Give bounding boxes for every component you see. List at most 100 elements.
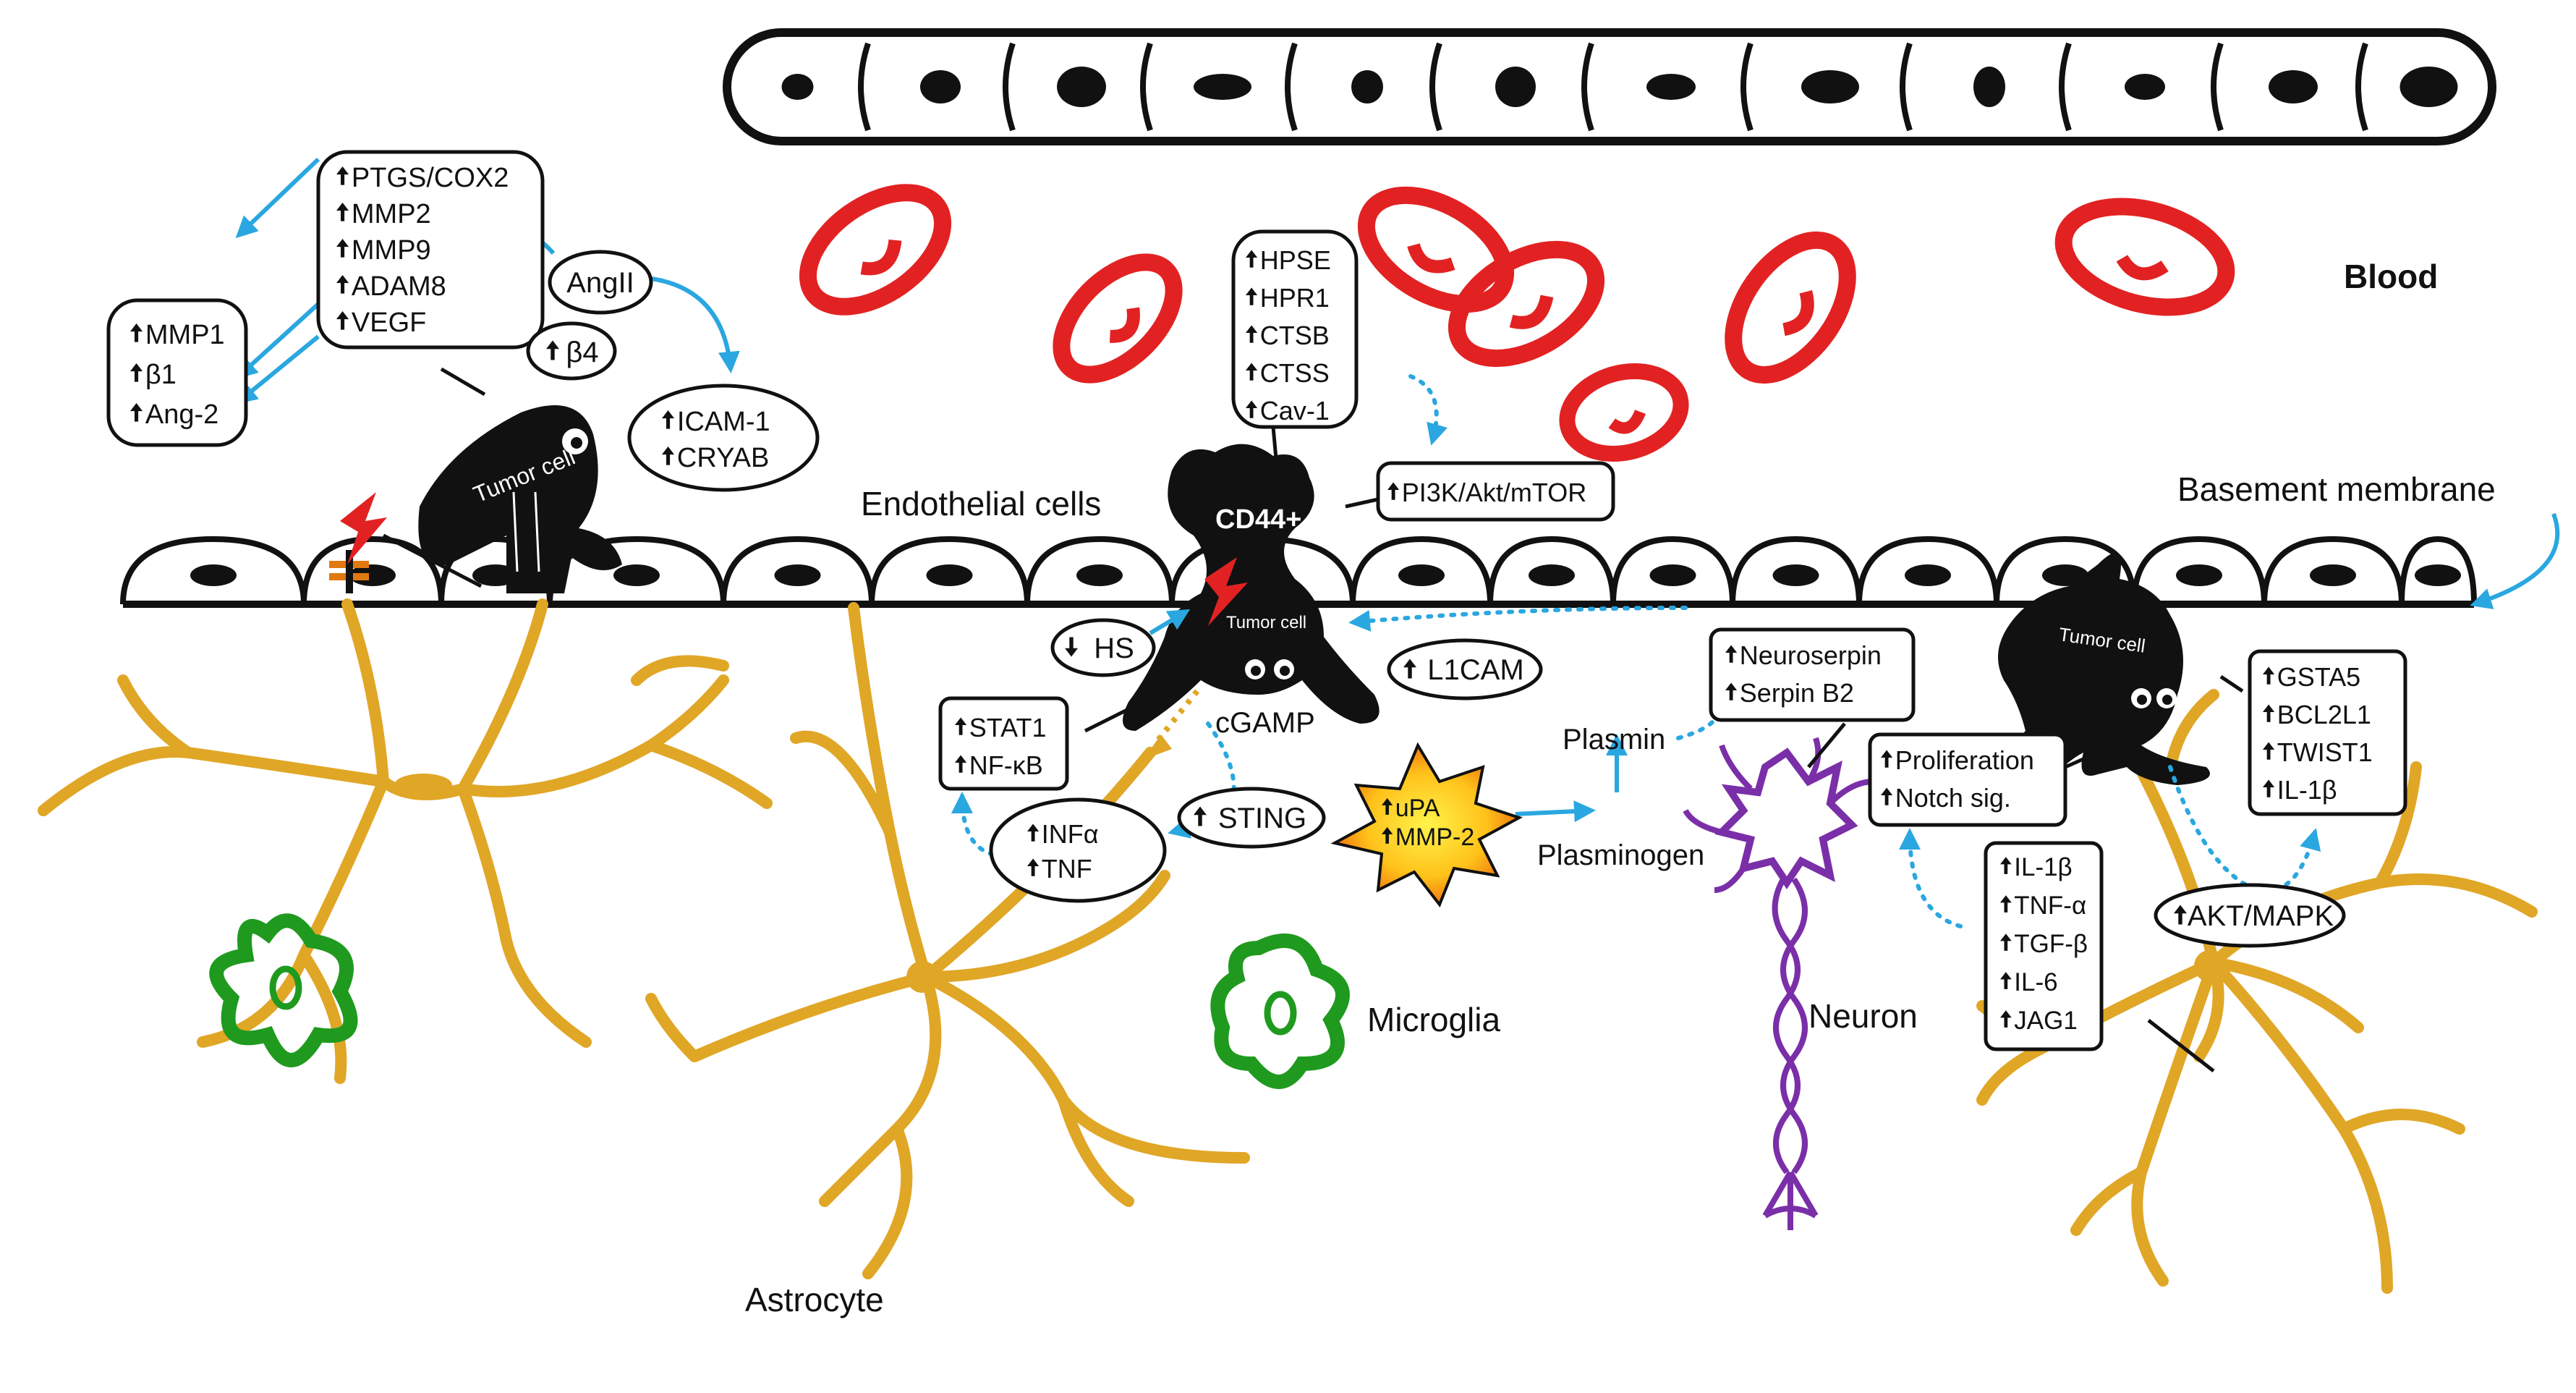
endothelial-nucleus [1772, 564, 1819, 586]
box-item: NF-κB [969, 750, 1043, 780]
plasminogen-label: Plasminogen [1537, 839, 1704, 871]
vessel-cell-border [1900, 42, 1913, 132]
neuron [1683, 737, 1874, 1230]
vessel-cell-border [2059, 42, 2072, 132]
box-item: INFα [1042, 819, 1099, 849]
box-item: TGF-β [2014, 930, 2088, 958]
vessel-nucleus [1801, 70, 1859, 103]
red-blood-cells [799, 184, 2235, 462]
tumor-cell-left [418, 405, 622, 593]
basement-membrane-label: Basement membrane [2177, 470, 2496, 508]
tumor-cell-center [1123, 444, 1380, 731]
cd44-label: CD44+ [1215, 504, 1301, 535]
sting-label: STING [1218, 803, 1306, 834]
blood-label: Blood [2344, 258, 2438, 295]
neuron-label: Neuron [1808, 997, 1918, 1035]
box-item: GSTA5 [2277, 662, 2360, 692]
vessel-cell-border [1740, 42, 1754, 132]
vessel-nucleus [2125, 74, 2165, 100]
endothelial-nucleus [774, 564, 821, 586]
box-item: PTGS/COX2 [352, 163, 509, 193]
box-item: CRYAB [677, 443, 769, 473]
tumor-center-label: Tumor cell [1226, 613, 1306, 632]
box-item: HPR1 [1260, 283, 1330, 313]
box-item: MMP2 [352, 199, 431, 229]
box-item: HPSE [1260, 245, 1331, 275]
box-item: BCL2L1 [2277, 700, 2371, 729]
junction-icon [329, 550, 369, 593]
astrocyte-left [38, 598, 773, 1084]
box-item: IL-1β [2277, 775, 2337, 805]
box-item: Ang-2 [145, 399, 218, 430]
endothelial-nucleus [190, 564, 237, 586]
box-item: CTSS [1260, 358, 1330, 388]
box-pi3k: PI3K/Akt/mTOR [1376, 461, 1615, 522]
box-item: MMP1 [145, 320, 225, 350]
box-item: PI3K/Akt/mTOR [1402, 478, 1586, 507]
endothelial-nucleus [1905, 564, 1951, 586]
endothelial-nucleus [2415, 564, 2461, 586]
box-item: MMP-2 [1395, 823, 1475, 851]
box-item: IL-6 [2014, 968, 2057, 996]
box-item: TNF-α [2014, 892, 2086, 920]
vessel-nucleus [1194, 74, 1251, 100]
vessel-nucleus [781, 74, 814, 100]
box-item: Cav-1 [1260, 396, 1330, 425]
vessel-nucleus [1351, 70, 1383, 103]
box-item: Notch sig. [1895, 783, 2011, 813]
angii-label: AngII [566, 267, 634, 299]
oval-aktmapk [2154, 883, 2346, 948]
oval-hs [1050, 618, 1156, 677]
oval-l1cam [1387, 638, 1543, 700]
endothelial-nucleus [1529, 564, 1575, 586]
microglia-center [1210, 933, 1350, 1089]
aktmapk-label: AKT/MAPK [2188, 900, 2334, 932]
vessel-nucleus [1057, 67, 1106, 107]
vessel-cell-border [1285, 42, 1298, 132]
vessel-cell-border [1429, 42, 1442, 132]
vessel-nucleus [1646, 74, 1696, 100]
box-item: TWIST1 [2277, 737, 2373, 767]
box-item: Neuroserpin [1740, 640, 1882, 670]
box-item: Proliferation [1895, 745, 2034, 775]
vessel-nucleus [2269, 70, 2318, 103]
vessel-cell-border [1140, 42, 1153, 132]
box-item: STAT1 [969, 713, 1047, 742]
box-item: ICAM-1 [677, 407, 770, 437]
oval-b4 [526, 321, 617, 381]
endothelial-nucleus [1398, 564, 1445, 586]
box-item: MMP9 [352, 235, 431, 266]
oval-sting [1177, 787, 1326, 849]
vessel-nucleus [1495, 67, 1536, 107]
oval-angii [548, 250, 653, 315]
box-item: VEGF [352, 308, 426, 338]
box-item: ADAM8 [352, 271, 446, 302]
plasmin-label: Plasmin [1563, 724, 1665, 755]
box-item: β1 [145, 360, 177, 390]
microglia-label: Microglia [1367, 1001, 1500, 1038]
endothelial-nucleus [926, 564, 973, 586]
vessel-cell-border [1581, 42, 1594, 132]
astrocyte-label: Astrocyte [745, 1281, 884, 1318]
box-item: Serpin B2 [1740, 678, 1854, 708]
vessel-cell-border [858, 42, 871, 132]
l1cam-label: L1CAM [1427, 654, 1523, 686]
vessel-nucleus [1973, 67, 2005, 107]
cgamp-label: cGAMP [1215, 707, 1315, 739]
endothelial-nucleus [1076, 564, 1123, 586]
box-item: TNF [1042, 854, 1092, 884]
vessel-nucleus [920, 70, 961, 103]
box-item: JAG1 [2014, 1007, 2078, 1035]
